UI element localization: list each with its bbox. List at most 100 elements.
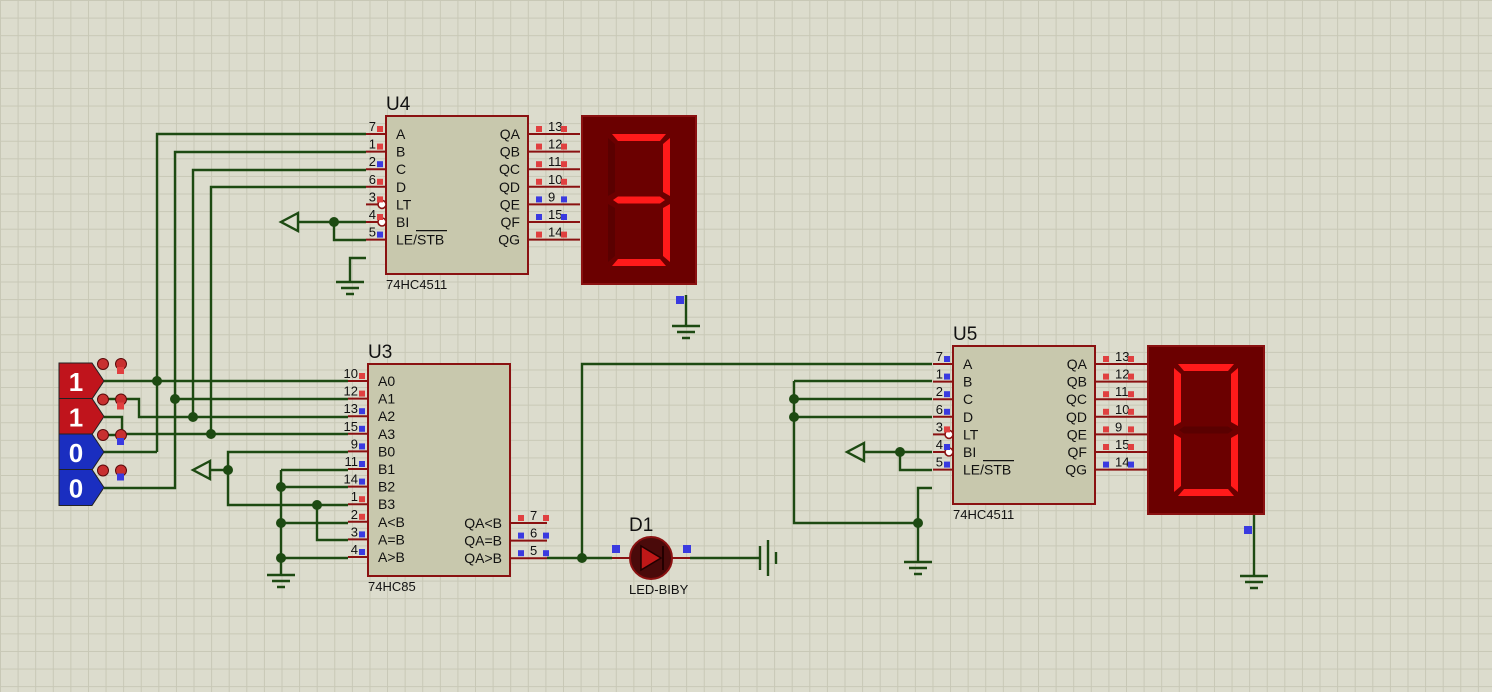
logic-state-toggle[interactable]: 1 [58, 358, 127, 400]
pin-name: QA>B [464, 550, 502, 566]
pin-state-marker [359, 408, 365, 415]
pin-number: 13 [344, 401, 358, 416]
pin-number: 10 [344, 366, 358, 381]
pin-state-marker [359, 443, 365, 450]
pin-number: 14 [344, 472, 358, 487]
probe-icon [97, 358, 109, 370]
pin-name: QE [500, 196, 520, 212]
led-part: LED-BIBY [629, 582, 689, 597]
supply-terminals [190, 211, 866, 481]
pin-name: A1 [378, 391, 395, 407]
pin-number: 5 [530, 543, 537, 558]
pin-state-marker [676, 296, 684, 304]
pin-name: C [963, 391, 973, 407]
pin-name: BI [396, 214, 409, 230]
pin-state-marker [536, 214, 542, 220]
chip-ref: U4 [386, 94, 411, 115]
ground-icon [336, 280, 364, 296]
logic-state-value: 1 [69, 403, 83, 433]
pin-number: 12 [1115, 367, 1129, 382]
led-d1[interactable]: D1 LED-BIBY [612, 515, 691, 597]
pin-number: 7 [936, 349, 943, 364]
pin-state-marker [1128, 408, 1134, 415]
logic-state-toggle[interactable]: 1 [58, 393, 127, 435]
pin-number: 9 [351, 436, 358, 451]
pin-number: 12 [548, 137, 562, 152]
pin-number: 12 [344, 384, 358, 399]
pin-number: 6 [369, 172, 376, 187]
pin-number: 4 [351, 542, 358, 557]
pin-state-marker [561, 161, 567, 168]
pin-number: 1 [351, 489, 358, 504]
pin-name: QD [499, 179, 520, 195]
pin-name: QA=B [464, 533, 502, 549]
logic-state-inputs[interactable]: 11 00 [58, 358, 127, 506]
logic-state-toggle[interactable]: 0 [58, 429, 127, 471]
pin-state-marker [1128, 461, 1134, 468]
pin-name: QC [499, 161, 520, 177]
pin-state-marker [377, 214, 383, 220]
pin-name: QB [1067, 374, 1087, 390]
pin-state-marker [536, 161, 542, 168]
pin-state-marker [1128, 356, 1134, 362]
pin-state-marker [543, 515, 549, 521]
pin-name: B1 [378, 461, 395, 477]
pin-state-marker [518, 515, 524, 521]
pin-state-marker [561, 196, 567, 203]
power-terminal-icon [278, 211, 300, 233]
pin-state-marker [1103, 444, 1109, 450]
pin-name: LE/STB [396, 232, 444, 248]
pin-name: D [963, 409, 973, 425]
pin-number: 7 [369, 119, 376, 134]
led-ref: D1 [629, 515, 653, 536]
pin-state-marker [359, 549, 365, 555]
pin-number: 4 [369, 207, 376, 222]
pin-number: 13 [548, 119, 562, 134]
pin-state-marker [1128, 426, 1134, 433]
pin-number: 14 [1115, 455, 1129, 470]
pin-state-marker [536, 178, 542, 185]
segment-e [1174, 434, 1181, 492]
pin-number: 15 [1115, 437, 1129, 452]
pin-state-marker [377, 161, 383, 168]
junction-dots [152, 217, 923, 563]
pin-state-marker [1103, 391, 1109, 398]
segment-a [1178, 364, 1234, 371]
pin-name: A=B [378, 531, 405, 547]
pin-name: QG [1065, 462, 1087, 478]
pin-number: 2 [369, 154, 376, 169]
segment-b [1231, 368, 1238, 426]
ground-icon [672, 324, 700, 340]
pin-state-marker [117, 402, 124, 410]
pin-state-marker [944, 356, 950, 362]
pin-number: 5 [369, 225, 376, 240]
ground-icon [267, 573, 295, 589]
chip-body [952, 345, 1096, 505]
pin-state-marker [1103, 356, 1109, 362]
ground-symbols [267, 280, 1268, 590]
pin-state-marker [561, 126, 567, 132]
diode-icon [640, 544, 663, 572]
pin-name: QE [1067, 426, 1087, 442]
pin-name: D [396, 179, 406, 195]
logic-state-toggle[interactable]: 0 [58, 464, 127, 506]
pin-state-marker [1128, 373, 1134, 380]
pin-state-marker [536, 143, 542, 150]
pin-state-marker [561, 231, 567, 238]
pin-state-marker [117, 438, 124, 445]
pin-number: 15 [344, 419, 358, 434]
pin-state-marker [359, 513, 365, 520]
pin-state-marker [536, 196, 542, 203]
pin-state-marker [561, 214, 567, 220]
pin-state-marker [1103, 426, 1109, 433]
pin-state-marker [359, 390, 365, 397]
pin-number: 7 [530, 508, 537, 523]
pin-name: A2 [378, 408, 395, 424]
pin-number: 2 [351, 507, 358, 522]
battery-icon [758, 540, 778, 576]
logic-state-value: 0 [69, 438, 83, 468]
pin-state-marker [377, 143, 383, 150]
